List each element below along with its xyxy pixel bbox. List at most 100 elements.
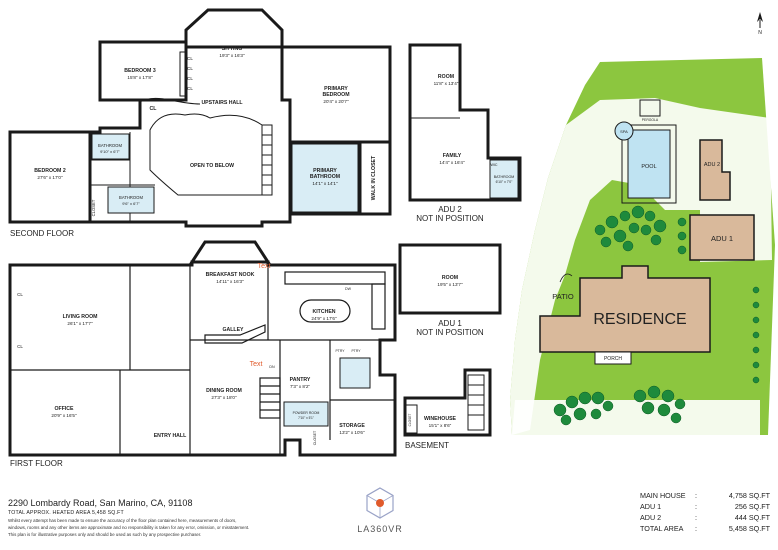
bedroom2-wall — [8, 130, 92, 224]
adu2-room-dims: 11'8" x 13'4" — [434, 81, 459, 86]
office-label: OFFICE — [54, 406, 74, 412]
primary-bath-fill — [291, 143, 359, 213]
logo-text: LA360VR — [357, 524, 403, 534]
upstairs-hall-label: UPSTAIRS HALL — [201, 100, 243, 106]
adu2-family-dims: 14'4" x 16'4" — [439, 160, 465, 165]
dn-label: DN — [269, 365, 275, 369]
primary-bedroom-label: PRIMARY — [324, 86, 348, 92]
disclaimer-line-1: Whilst every attempt has been made to en… — [8, 518, 237, 523]
site-residence — [539, 265, 711, 353]
area-name: ADU 2 — [640, 513, 662, 522]
area-name: TOTAL AREA — [640, 524, 684, 533]
pergola — [639, 99, 661, 117]
winehouse-label: WINEHOUSE — [424, 416, 457, 422]
bedroom2-label: BEDROOM 2 — [34, 168, 66, 174]
pantry-dims: 7'3" x 8'2" — [290, 384, 310, 389]
labels: SECOND FLOOR FIRST FLOOR BASEMENT ADU 2 … — [10, 30, 762, 468]
bath1-fill — [91, 133, 130, 160]
pantry-label: PANTRY — [290, 377, 311, 383]
first-floor-plan — [8, 240, 397, 457]
area-sep: : — [695, 502, 697, 511]
residence-label: RESIDENCE — [593, 311, 686, 328]
area-name: MAIN HOUSE — [640, 491, 686, 500]
adu2-wic-label: WIC — [491, 163, 498, 167]
dining-label: DINING ROOM — [206, 388, 242, 394]
storage-dims: 13'2" x 10'6" — [339, 430, 365, 435]
breakfast-dims: 14'11" x 16'3" — [216, 279, 244, 284]
galley-counter — [204, 324, 266, 344]
cl-stack-4: CL — [187, 86, 193, 91]
adu2-family-label: FAMILY — [443, 153, 462, 159]
storage-label: STORAGE — [339, 423, 365, 429]
breakfast-bay — [189, 240, 271, 264]
stair-first — [259, 377, 281, 419]
area-name: ADU 1 — [640, 502, 662, 511]
logo: LA360VR — [340, 486, 420, 542]
primary-bath-label-2: BATHROOM — [310, 174, 340, 180]
adu1-plan — [398, 243, 502, 315]
kitchen-counter — [284, 271, 386, 285]
area-row: TOTAL AREA : 5,458 SQ.FT — [640, 523, 770, 534]
bath1-dims: 9'10" x 6'7" — [100, 149, 120, 154]
living-label: LIVING ROOM — [63, 314, 98, 320]
pantry-bath-fill — [339, 357, 371, 389]
first-floor-details — [10, 265, 395, 455]
address: 2290 Lombardy Road, San Marino, CA, 9110… — [8, 498, 193, 508]
north-arrow-icon — [757, 12, 763, 28]
total-heated-area: TOTAL APPROX. HEATED AREA 5,458 SQ.FT — [8, 510, 124, 516]
text-mark-2: Text — [250, 361, 263, 368]
kitchen-dims: 24'9" x 17'6" — [311, 316, 337, 321]
site-adu2-label: ADU 2 — [704, 162, 720, 168]
central-wall — [88, 45, 292, 228]
section-adu1: ADU 1 — [438, 319, 462, 328]
spa-label: SPA — [620, 129, 628, 134]
section-basement: BASEMENT — [405, 441, 449, 450]
area-value: 5,458 SQ.FT — [728, 524, 770, 533]
porch-label: PORCH — [604, 356, 622, 362]
powder-dims: 7'10" x 5'1" — [298, 416, 314, 420]
adu2-room-label: ROOM — [438, 74, 454, 80]
breakfast-label: BREAKFAST NOOK — [206, 272, 255, 278]
walk-in-closet-wall — [358, 140, 392, 216]
bath1-label: BATHROOM — [98, 143, 122, 148]
logo-icon — [366, 487, 394, 519]
section-first-floor: FIRST FLOOR — [10, 459, 63, 468]
powder-label: POWDER ROOM — [293, 411, 320, 415]
primary-bath-dims: 14'1" x 14'1" — [312, 181, 338, 186]
adu2-plan — [408, 43, 522, 202]
primary-bedroom-dims: 20'4" x 20'7" — [323, 99, 349, 104]
bath2-fill — [107, 186, 155, 214]
section-second-floor: SECOND FLOOR — [10, 229, 74, 238]
ptry-label-1: PTRY — [336, 349, 346, 353]
cl-living-1: CL — [17, 292, 23, 297]
cl-stack-2: CL — [187, 66, 193, 71]
area-sep: : — [695, 524, 697, 533]
basement-plan — [403, 368, 492, 437]
site-plan — [510, 12, 775, 435]
cl-stack-1: CL — [187, 56, 193, 61]
basement-closet-label: CLOSET — [408, 414, 412, 427]
site-adu2 — [699, 139, 731, 201]
powder-room-fill — [283, 401, 329, 427]
living-dims: 26'1" x 17'7" — [67, 321, 93, 326]
area-sep: : — [695, 513, 697, 522]
patio-label: PATIO — [552, 292, 574, 301]
cl-stack-3: CL — [187, 76, 193, 81]
disclaimer-line-3: This plan is for illustrative purposes o… — [8, 532, 202, 537]
text-mark-1: Text — [258, 263, 271, 270]
area-table: MAIN HOUSE : 4,758 SQ.FT ADU 1 : 256 SQ.… — [640, 490, 770, 534]
bedroom3-label: BEDROOM 3 — [124, 68, 156, 74]
site-adu1 — [689, 214, 755, 261]
bath2-dims: 9'6" x 6'7" — [122, 201, 140, 206]
pool-label: POOL — [641, 164, 656, 170]
area-value: 444 SQ.FT — [734, 513, 770, 522]
office-dims: 20'9" x 16'5" — [51, 413, 77, 418]
adu2-bath-dims: 6'10" x 7'0" — [496, 180, 514, 184]
area-row: ADU 1 : 256 SQ.FT — [640, 501, 770, 512]
adu1-room-dims: 19'5" x 13'7" — [437, 282, 463, 287]
section-adu2-note: NOT IN POSITION — [416, 214, 484, 223]
area-row: ADU 2 : 444 SQ.FT — [640, 512, 770, 523]
ptry-label-2: PTRY — [352, 349, 362, 353]
open-to-below-label: OPEN TO BELOW — [190, 163, 234, 169]
north-label: N — [758, 30, 762, 36]
